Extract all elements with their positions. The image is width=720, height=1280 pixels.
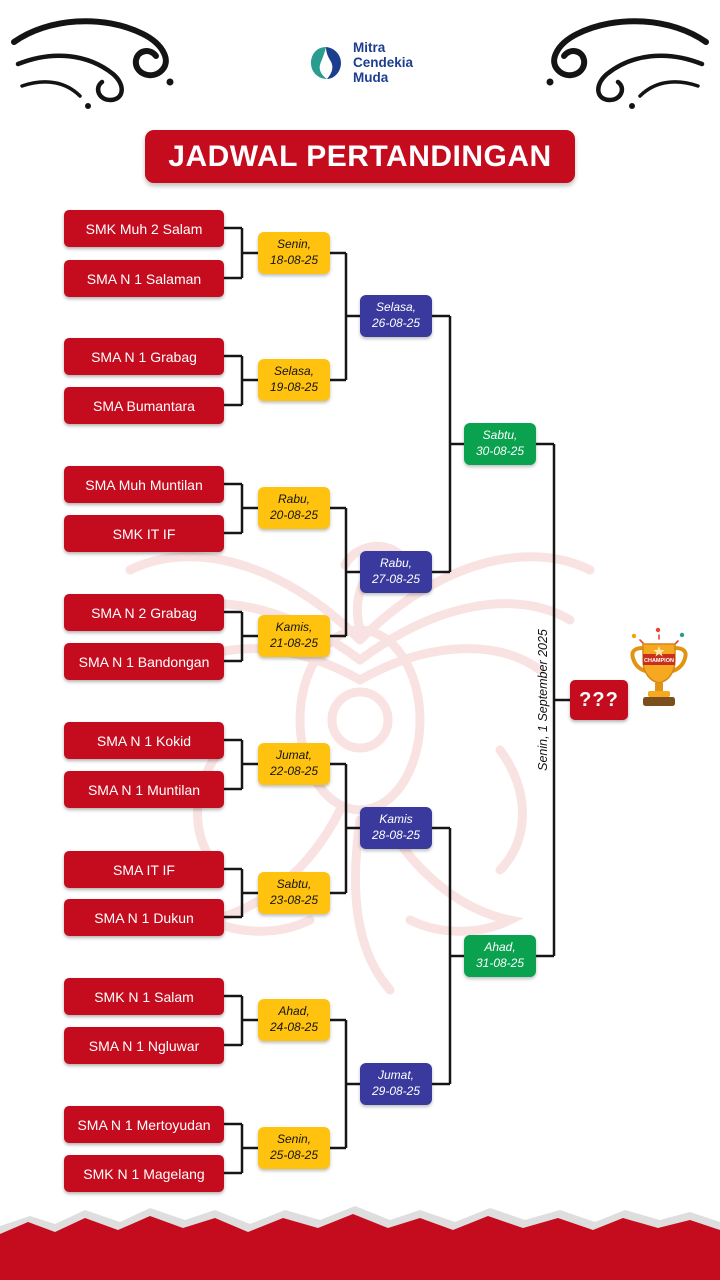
team-box: SMK N 1 Magelang bbox=[64, 1155, 224, 1192]
match-date-round1: Senin,18-08-25 bbox=[258, 232, 330, 274]
team-box: SMA N 1 Salaman bbox=[64, 260, 224, 297]
date-value: 26-08-25 bbox=[371, 316, 421, 330]
date-day: Jumat, bbox=[275, 748, 312, 763]
title-banner: JADWAL PERTANDINGAN bbox=[145, 130, 575, 183]
logo-line-1: Mitra bbox=[352, 40, 386, 55]
date-value: 27-08-25 bbox=[371, 572, 421, 586]
team-box: SMA N 1 Muntilan bbox=[64, 771, 224, 808]
team-box: SMA IT IF bbox=[64, 851, 224, 888]
team-box: SMA N 1 Ngluwar bbox=[64, 1027, 224, 1064]
match-date-round2: Rabu,27-08-25 bbox=[360, 551, 432, 593]
team-box: SMA N 1 Grabag bbox=[64, 338, 224, 375]
date-day: Sabtu, bbox=[276, 877, 312, 892]
final-winner-box: ??? bbox=[570, 680, 628, 720]
date-day: Rabu, bbox=[379, 556, 413, 571]
team-box: SMA N 1 Kokid bbox=[64, 722, 224, 759]
logo-line-3: Muda bbox=[352, 70, 389, 86]
torn-paper-edge bbox=[0, 1206, 720, 1280]
match-date-round1: Ahad,24-08-25 bbox=[258, 999, 330, 1041]
logo-line-2: Cendekia bbox=[352, 55, 414, 71]
flourish-right-icon bbox=[546, 18, 709, 109]
date-day: Selasa, bbox=[375, 300, 417, 315]
page-title: JADWAL PERTANDINGAN bbox=[168, 139, 552, 173]
team-box: SMK Muh 2 Salam bbox=[64, 210, 224, 247]
date-value: 22-08-25 bbox=[269, 764, 319, 778]
team-box: SMK IT IF bbox=[64, 515, 224, 552]
date-value: 30-08-25 bbox=[475, 444, 525, 458]
date-value: 24-08-25 bbox=[269, 1020, 319, 1034]
team-box: SMA Muh Muntilan bbox=[64, 466, 224, 503]
match-date-round2: Jumat,29-08-25 bbox=[360, 1063, 432, 1105]
date-value: 29-08-25 bbox=[371, 1084, 421, 1098]
date-day: Kamis, bbox=[275, 620, 313, 635]
winner-placeholder: ??? bbox=[579, 688, 619, 711]
date-day: Senin, bbox=[276, 1132, 312, 1147]
team-box: SMA N 1 Bandongan bbox=[64, 643, 224, 680]
team-box: SMA N 1 Dukun bbox=[64, 899, 224, 936]
date-value: 19-08-25 bbox=[269, 380, 319, 394]
date-day: Ahad, bbox=[484, 940, 516, 955]
final-date: Senin, 1 September 2025 bbox=[536, 629, 550, 771]
date-value: 21-08-25 bbox=[269, 636, 319, 650]
match-date-round1: Senin,25-08-25 bbox=[258, 1127, 330, 1169]
date-day: Senin, bbox=[276, 237, 312, 252]
logo-mark-icon bbox=[310, 46, 341, 79]
match-date-round1: Jumat,22-08-25 bbox=[258, 743, 330, 785]
date-value: 28-08-25 bbox=[371, 828, 421, 842]
date-day: Sabtu, bbox=[482, 428, 518, 443]
date-value: 23-08-25 bbox=[269, 893, 319, 907]
date-day: Jumat, bbox=[377, 1068, 414, 1083]
match-date-semifinal: Ahad,31-08-25 bbox=[464, 935, 536, 977]
date-value: 18-08-25 bbox=[269, 253, 319, 267]
date-day: Ahad, bbox=[278, 1004, 310, 1019]
date-day: Kamis bbox=[379, 812, 413, 827]
trophy-icon: CHAMPION bbox=[630, 627, 688, 706]
match-date-round1: Sabtu,23-08-25 bbox=[258, 872, 330, 914]
trophy-ribbon-label: CHAMPION bbox=[644, 658, 674, 664]
garuda-watermark bbox=[125, 541, 595, 995]
match-date-semifinal: Sabtu,30-08-25 bbox=[464, 423, 536, 465]
team-box: SMA Bumantara bbox=[64, 387, 224, 424]
logo-text: Mitra Cendekia Muda bbox=[353, 40, 413, 85]
flourish-left-icon bbox=[11, 18, 174, 109]
date-day: Rabu, bbox=[277, 492, 311, 507]
team-box: SMA N 2 Grabag bbox=[64, 594, 224, 631]
match-date-round1: Kamis,21-08-25 bbox=[258, 615, 330, 657]
logo: Mitra Cendekia Muda bbox=[307, 40, 413, 85]
date-value: 25-08-25 bbox=[269, 1148, 319, 1162]
match-date-round1: Rabu,20-08-25 bbox=[258, 487, 330, 529]
date-day: Selasa, bbox=[273, 364, 315, 379]
team-box: SMK N 1 Salam bbox=[64, 978, 224, 1015]
match-date-round1: Selasa,19-08-25 bbox=[258, 359, 330, 401]
team-box: SMA N 1 Mertoyudan bbox=[64, 1106, 224, 1143]
date-value: 31-08-25 bbox=[475, 956, 525, 970]
match-date-round2: Selasa,26-08-25 bbox=[360, 295, 432, 337]
date-value: 20-08-25 bbox=[269, 508, 319, 522]
